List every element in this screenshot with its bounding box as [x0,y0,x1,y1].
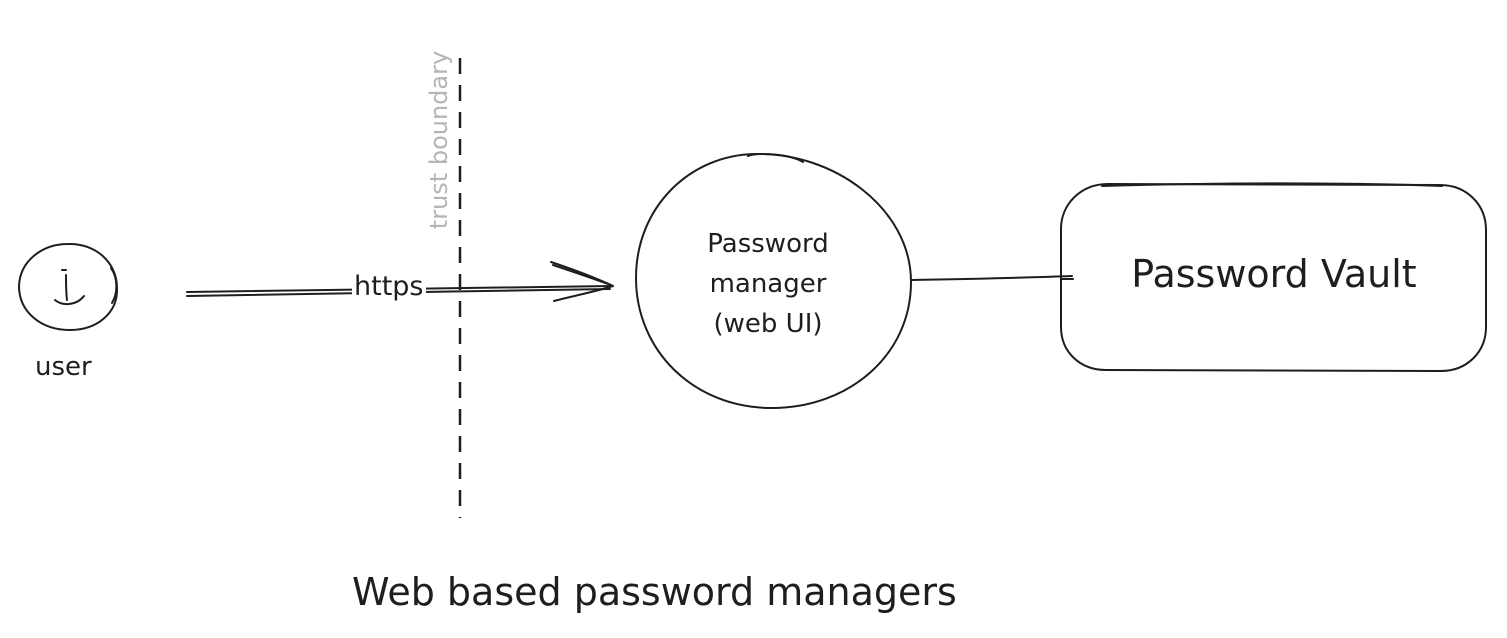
https-label: https [352,271,426,302]
web-ui-circle [634,152,913,410]
web-ui-label-line: Password [707,229,829,259]
vault-connector-line [911,275,1074,281]
vault-label: Password Vault [1131,252,1417,296]
web-ui-label-line: (web UI) [713,309,823,339]
web-ui-label: Password manager (web UI) [668,224,868,344]
password-vault-box [1060,182,1487,373]
trust-boundary-label: trust boundary [425,50,453,230]
diagram-caption: Web based password managers [352,570,957,614]
web-ui-label-line: manager [709,269,827,299]
smiley-face-icon [17,242,119,332]
user-label: user [35,352,92,382]
